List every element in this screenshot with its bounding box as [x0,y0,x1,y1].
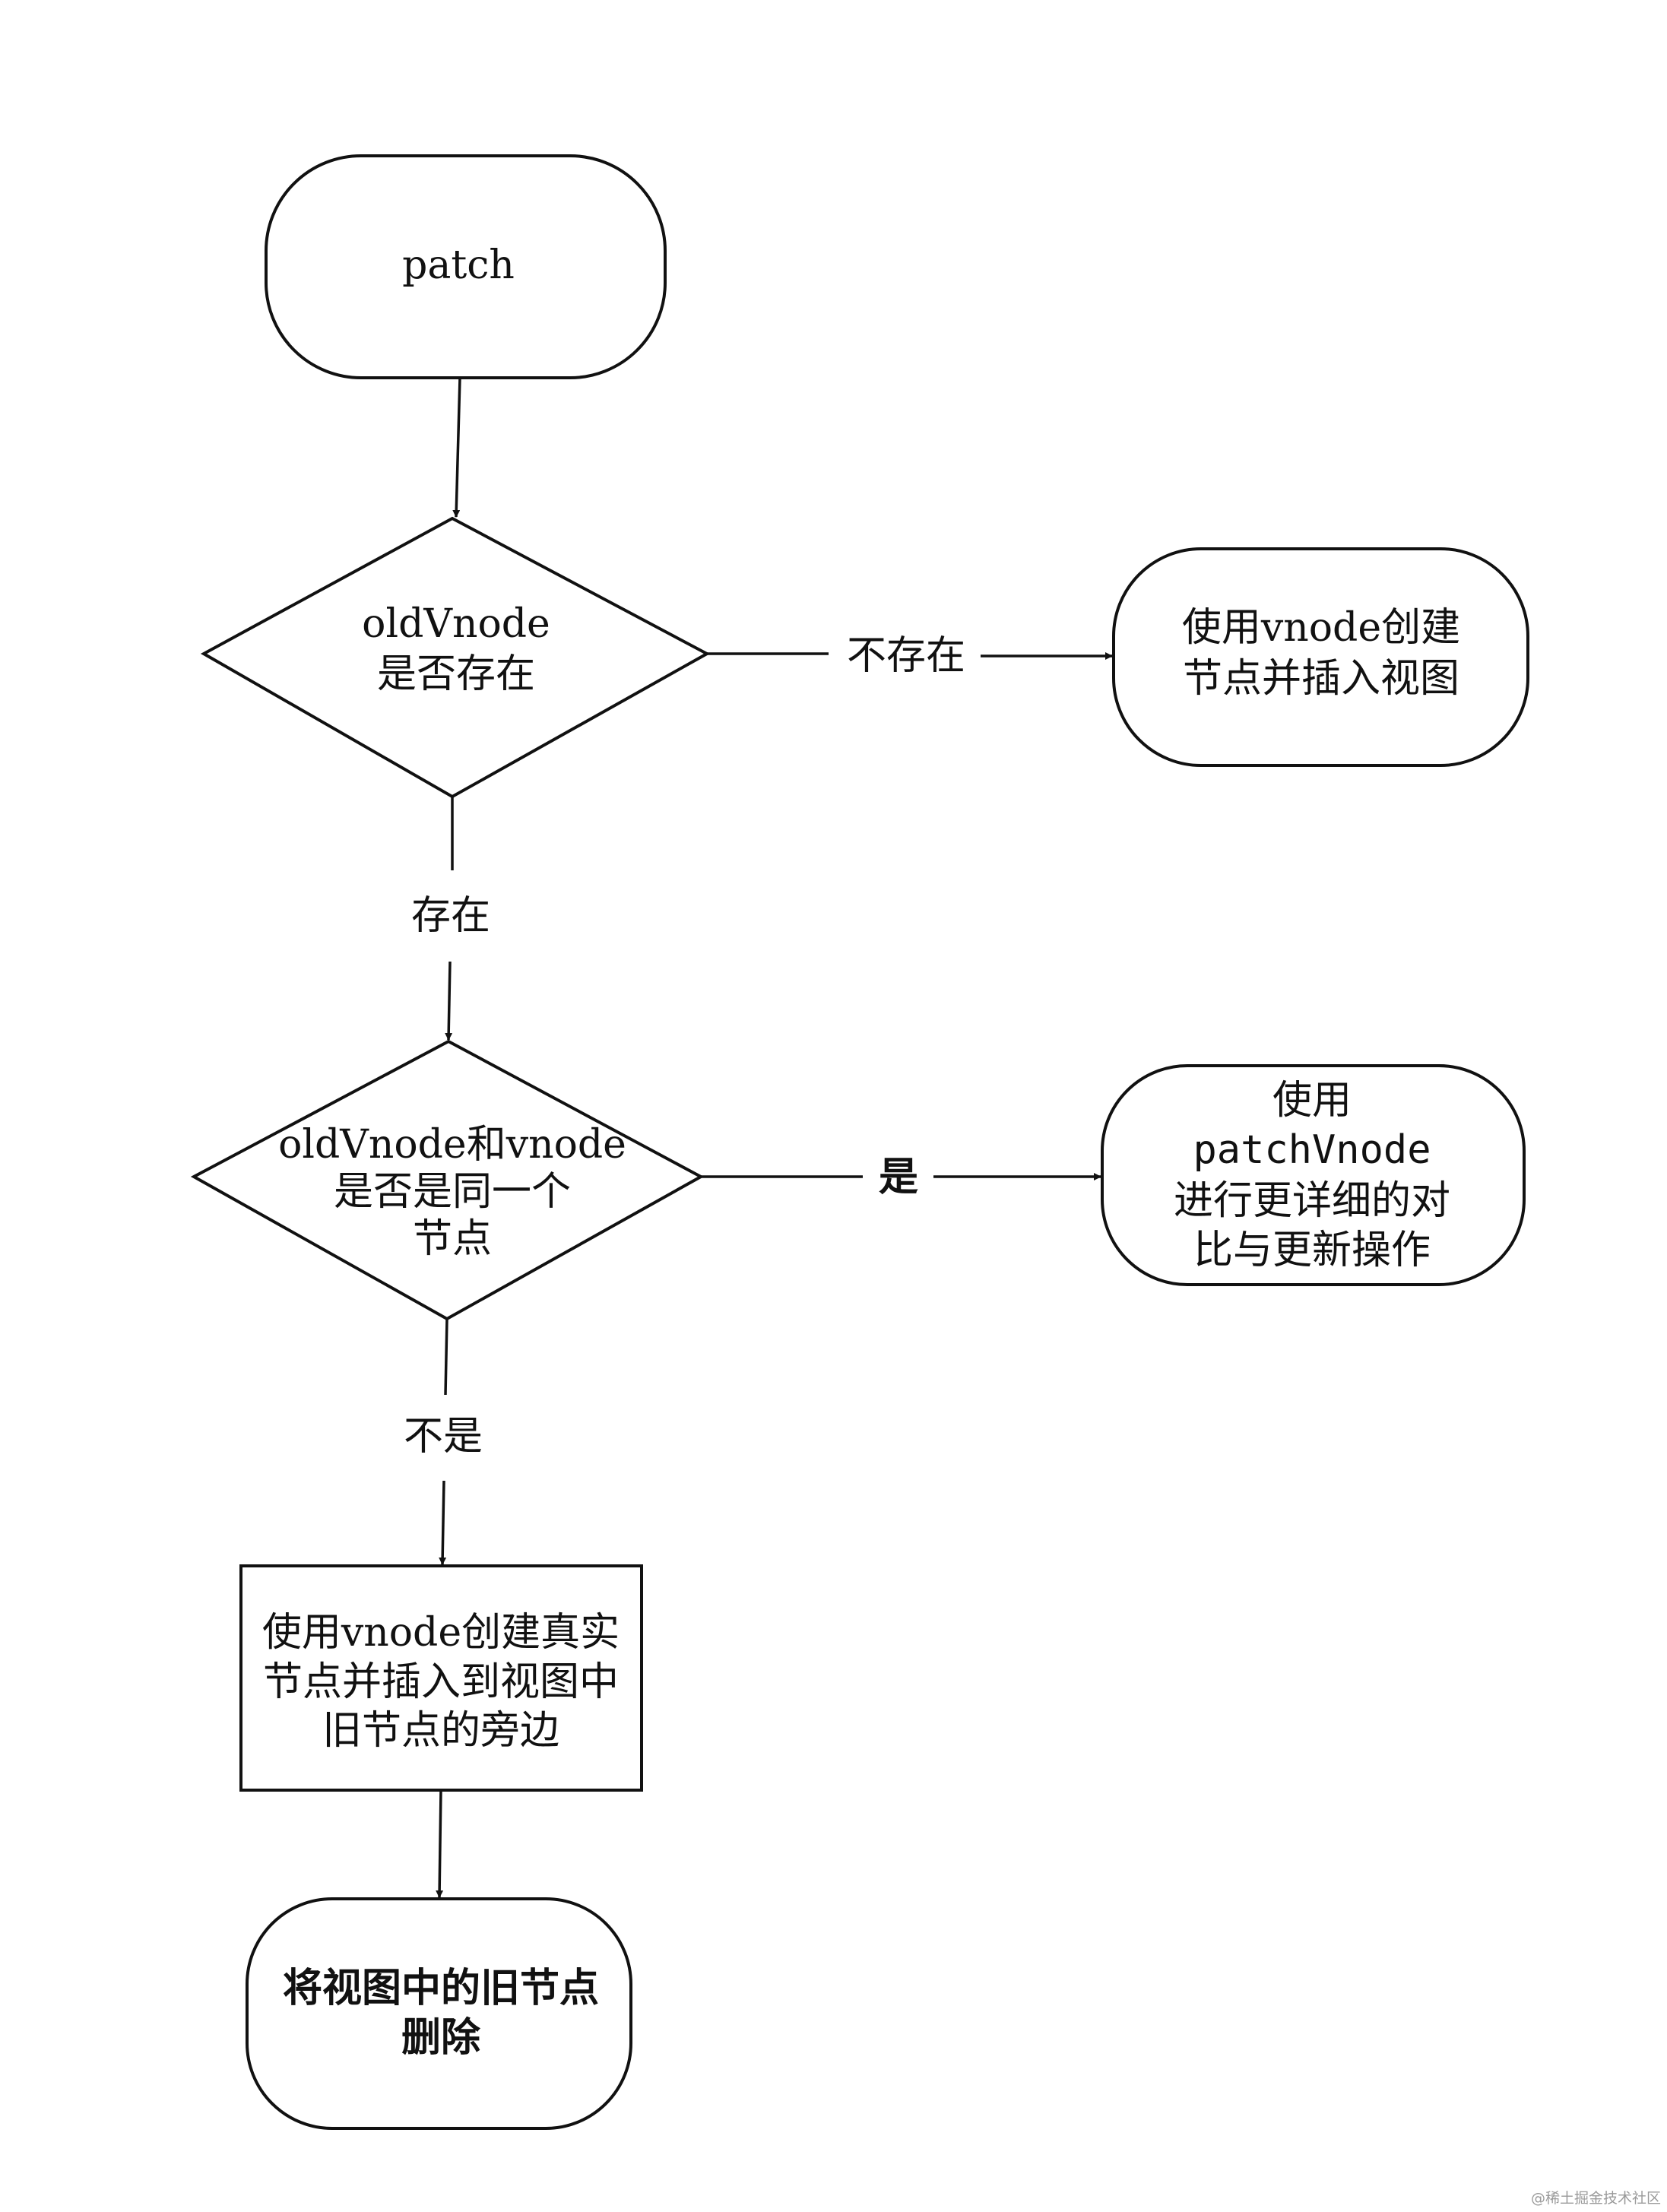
delete-old-label-line1: 将视图中的旧节点 [283,1965,599,2011]
create-real-label-line3: 旧节点的旁边 [322,1708,559,1754]
delete-old-node-terminator [246,1897,632,2130]
create-real-label-line1: 使用vnode创建真实 [262,1610,620,1656]
same-node-label-line1: oldVnode和vnode [278,1122,626,1168]
same-node-label-line2: 是否是同一个 [334,1169,571,1215]
patch-vnode-label-line2: patchVnode [1193,1127,1431,1173]
watermark: @稀土掘金技术社区 [1531,2190,1661,2207]
edge-label-not-exists: 不存在 [847,633,965,679]
create-insert-terminator [1112,547,1529,767]
patch-terminator [265,154,667,379]
edge-label-no: 不是 [404,1414,483,1459]
patch-vnode-terminator [1101,1064,1526,1286]
create-insert-label-line1: 使用vnode创建 [1182,605,1460,651]
edge-create-real-to-delete [436,1789,444,1898]
old-vnode-exists-label-line1: oldVnode [362,601,550,647]
same-node-label-line3: 节点 [413,1216,492,1262]
edge-same-to-create-real-part1 [444,1318,448,1396]
patch-label: patch [402,242,515,288]
edge-patch-to-exists [452,377,461,518]
create-real-label-line2: 节点并插入到视图中 [263,1659,619,1705]
patch-vnode-label-line4: 比与更新操作 [1193,1228,1431,1273]
edge-label-yes: 是 [879,1154,918,1200]
edge-label-exists: 存在 [411,893,490,939]
edge-exists-to-same-part2 [445,961,453,1041]
edge-same-to-create-real-part2 [439,1480,447,1565]
delete-old-label-line2: 删除 [401,2014,481,2061]
old-vnode-exists-label-line2: 是否存在 [377,651,535,697]
create-insert-label-line2: 节点并插入视图 [1183,656,1459,702]
patch-vnode-label-line1: 使用 [1272,1078,1352,1123]
create-real-node-process [239,1564,643,1792]
patch-vnode-label-line3: 进行更详细的对 [1174,1178,1450,1224]
